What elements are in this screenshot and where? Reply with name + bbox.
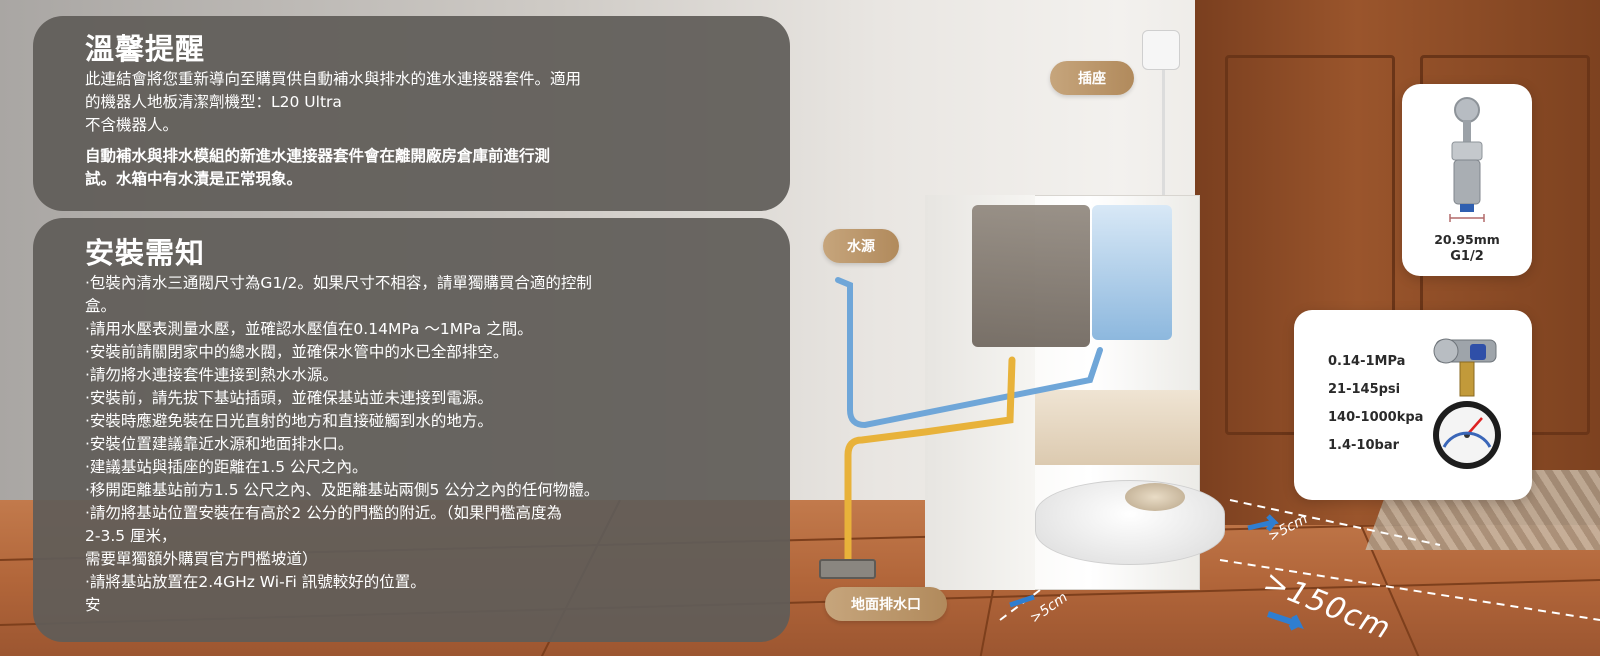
wall-outlet <box>1142 30 1180 70</box>
install-item: ·安裝位置建議靠近水源和地面排水口。 <box>85 435 354 453</box>
clean-water-pipe <box>835 277 1103 429</box>
install-item: ·安裝時應避免裝在日光直射的地方和直接碰觸到水的地方。 <box>85 412 493 430</box>
pressure-value: 21-145psi <box>1328 382 1401 397</box>
reminder-note-line: 自動補水與排水模組的新進水連接器套件會在離開廠房倉庫前進行測 <box>85 147 551 165</box>
pressure-spec-card: 0.14-1MPa 21-145psi 140-1000kpa 1.4-10ba… <box>1294 310 1532 500</box>
install-item: 2-3.5 厘米， <box>85 527 177 545</box>
install-item: ·建議基站與插座的距離在1.5 公尺之內。 <box>85 458 368 476</box>
install-item: ·安裝前，請先拔下基站插頭，並確保基站並未連接到電源。 <box>85 389 493 407</box>
install-item: ·移開距離基站前方1.5 公尺之內、及距離基站兩側5 公分之內的任何物體。 <box>85 481 600 499</box>
reminder-note: 自動補水與排水模組的新進水連接器套件會在離開廠房倉庫前進行測 試。水箱中有水漬是… <box>85 145 738 191</box>
clean-water-tank <box>1092 205 1172 340</box>
reminder-line: 的機器人地板清潔劑機型：L20 Ultra <box>85 93 342 111</box>
arrow-right-icon <box>1247 514 1279 532</box>
pressure-value: 1.4-10bar <box>1328 438 1400 453</box>
reminder-line: 不含機器人。 <box>85 116 179 134</box>
drain-pipe <box>844 356 1016 574</box>
pressure-gauge-icon <box>1433 338 1501 469</box>
reminder-body: 此連結會將您重新導向至購買供自動補水與排水的進水連接器套件。適用 的機器人地板清… <box>85 68 738 137</box>
pressure-value: 140-1000kpa <box>1328 410 1424 425</box>
install-item: ·請將基站放置在2.4GHz Wi-Fi 訊號較好的位置。 <box>85 573 426 591</box>
dirty-water-tank <box>972 205 1090 347</box>
install-item: 安 <box>85 596 101 614</box>
install-item: ·安裝前請關閉家中的總水閥，並確保水管中的水已全部排空。 <box>85 343 509 361</box>
reminder-title: 溫馨提醒 <box>85 32 206 66</box>
outlet-label: 插座 <box>1050 61 1134 95</box>
install-item: ·包裝內清水三通閥尺寸為G1/2。如果尺寸不相容，請單獨購買合適的控制 <box>85 274 592 292</box>
install-item: ·請勿將水連接套件連接到熱水水源。 <box>85 366 338 384</box>
install-list: ·包裝內清水三通閥尺寸為G1/2。如果尺寸不相容，請單獨購買合適的控制 盒。 ·… <box>85 272 738 617</box>
water-source-label: 水源 <box>823 229 899 263</box>
pressure-values: 0.14-1MPa 21-145psi 140-1000kpa 1.4-10ba… <box>1328 354 1423 466</box>
clearance-zone-right <box>1229 499 1441 546</box>
power-cable <box>1162 70 1165 200</box>
valve-spec-card: 20.95mm G1/2 <box>1402 84 1532 276</box>
three-way-valve-icon <box>1449 97 1485 222</box>
install-item: 盒。 <box>85 297 117 315</box>
reminder-panel: 溫馨提醒 此連結會將您重新導向至購買供自動補水與排水的進水連接器套件。適用 的機… <box>33 16 790 211</box>
arrow-front-icon <box>1267 611 1304 631</box>
install-notes-panel: 安裝需知 ·包裝內清水三通閥尺寸為G1/2。如果尺寸不相容，請單獨購買合適的控制… <box>33 218 790 642</box>
robot-lidar <box>1125 483 1185 511</box>
install-item: ·請勿將基站位置安裝在有高於2 公分的門檻的附近。（如果門檻高度為 <box>85 504 562 522</box>
reminder-note-line: 試。水箱中有水漬是正常現象。 <box>85 170 303 188</box>
install-title: 安裝需知 <box>85 236 206 270</box>
valve-size-mm: 20.95mm <box>1434 232 1500 247</box>
arrow-left-icon <box>1009 594 1035 608</box>
base-station-band <box>1035 390 1200 465</box>
install-item: ·請用水壓表測量水壓，並確認水壓值在0.14MPa ～1MPa 之間。 <box>85 320 533 338</box>
valve-thread-size: G1/2 <box>1450 249 1484 264</box>
install-item: 需要單獨額外購買官方門檻坡道） <box>85 550 318 568</box>
pressure-value: 0.14-1MPa <box>1328 354 1406 369</box>
reminder-line: 此連結會將您重新導向至購買供自動補水與排水的進水連接器套件。適用 <box>85 70 582 88</box>
floor-drain-label: 地面排水口 <box>825 587 947 621</box>
floor-drain <box>819 559 876 579</box>
